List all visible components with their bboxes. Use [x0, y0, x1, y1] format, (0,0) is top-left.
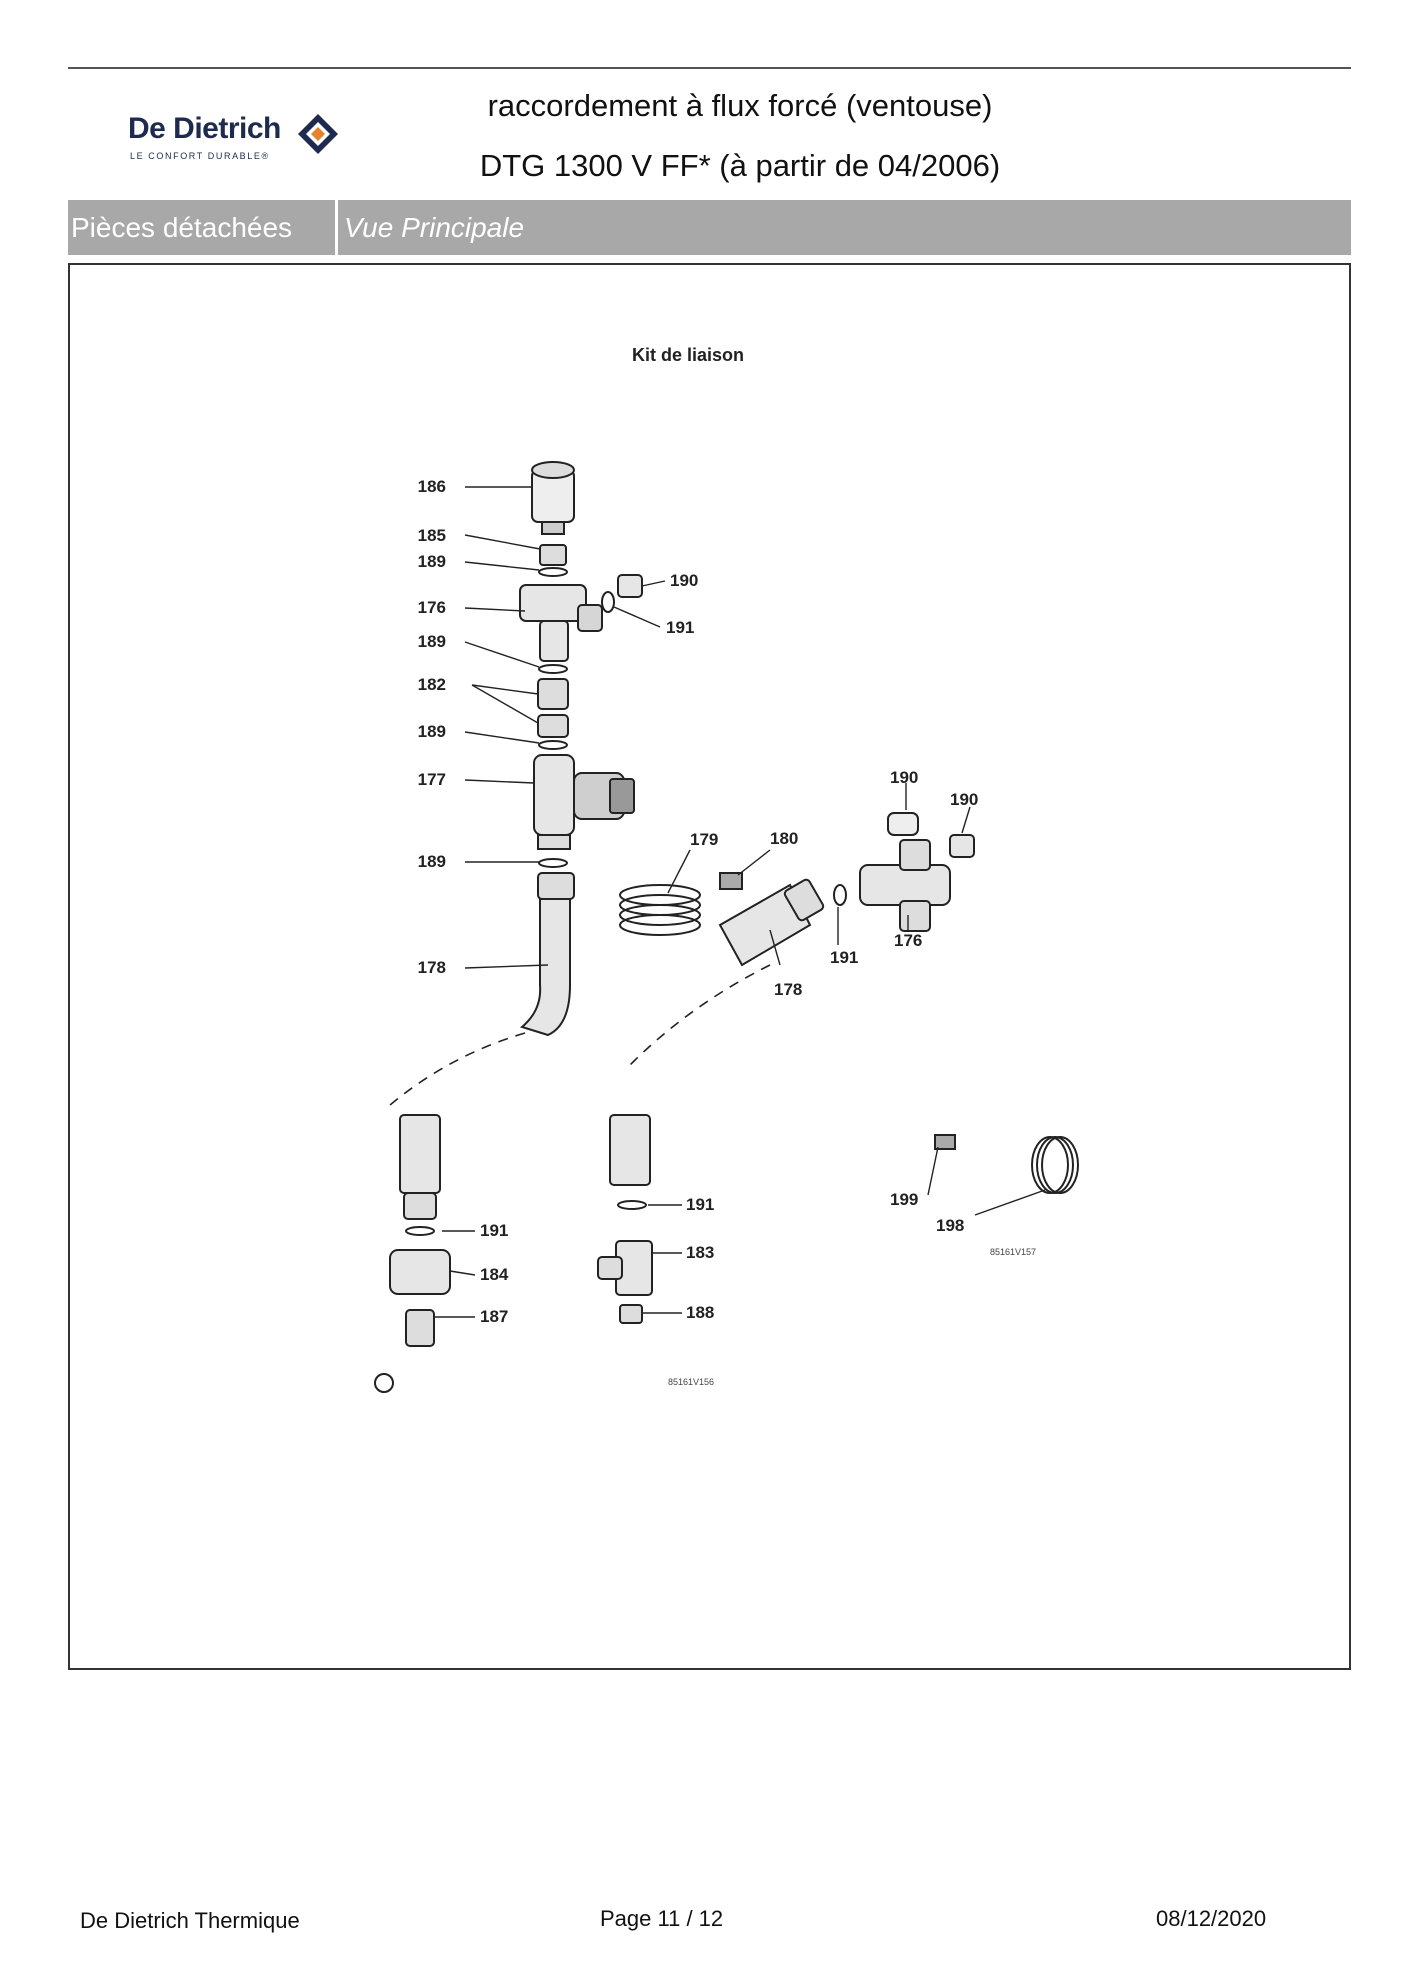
part-label: 179 — [690, 830, 718, 849]
part-label: 189 — [418, 722, 446, 741]
part-label: 199 — [890, 1190, 918, 1209]
part-label: 191 — [686, 1195, 714, 1214]
drawing-reference: 85161V157 — [990, 1247, 1036, 1257]
leader-line — [471, 684, 539, 695]
part-186-air-vent — [531, 461, 575, 535]
part-label: 178 — [774, 980, 802, 999]
part-176-tee-fitting — [519, 584, 603, 662]
part-191-seal — [833, 884, 847, 906]
drawing-reference: 85161V156 — [668, 1377, 714, 1387]
part-label: 176 — [894, 931, 922, 950]
leader-line — [464, 731, 540, 744]
document-subtitle: DTG 1300 V FF* (à partir de 04/2006) — [479, 148, 1001, 183]
part-label: 186 — [418, 477, 446, 496]
leader-line — [464, 561, 540, 571]
part-label: 191 — [830, 948, 858, 967]
part-label: 190 — [950, 790, 978, 809]
part-label: 189 — [418, 632, 446, 651]
part-182-nut — [537, 714, 569, 738]
part-176-tee-fitting — [859, 839, 951, 932]
diamond-logo-icon — [298, 114, 338, 154]
section-label: Pièces détachées — [71, 212, 293, 243]
leader-line — [961, 806, 971, 834]
leader-line — [974, 1189, 1046, 1216]
connection-line — [389, 1032, 526, 1106]
part-label: 190 — [890, 768, 918, 787]
leader-line — [464, 779, 535, 784]
part-label: 190 — [670, 571, 698, 590]
leader-line — [667, 849, 691, 894]
part-180-connector — [719, 872, 743, 890]
part-label: 189 — [418, 552, 446, 571]
section-separator — [335, 200, 338, 255]
part-185-adapter — [539, 544, 567, 566]
part-189-o-ring — [538, 664, 568, 674]
leader-line — [471, 684, 539, 724]
view-label: Vue Principale — [344, 212, 525, 243]
part-199-connector — [934, 1134, 956, 1150]
part-label: 182 — [418, 675, 446, 694]
diagram-frame: Kit de liaison 186 185 189 176 190 191 1… — [68, 263, 1351, 1670]
part-179-coiled-sensor — [619, 884, 701, 936]
brand-logo: De Dietrich LE CONFORT DURABLE® — [128, 108, 348, 168]
part-190-cap — [949, 834, 975, 858]
leader-line — [737, 849, 771, 876]
part-label: 184 — [480, 1265, 509, 1284]
part-189-o-ring — [538, 858, 568, 868]
leader-line — [449, 1270, 476, 1276]
brand-name: De Dietrich — [128, 112, 281, 145]
part-label: 191 — [480, 1221, 508, 1240]
part-190-cap — [887, 812, 919, 836]
connection-line — [629, 964, 771, 1066]
header-rule — [68, 67, 1351, 69]
leader-line — [769, 929, 781, 966]
part-190-cap — [617, 574, 643, 598]
part-178-straight-pipe — [718, 878, 825, 967]
part-182-nut — [537, 678, 569, 710]
part-label: 178 — [418, 958, 446, 977]
part-label: 185 — [418, 526, 446, 545]
leader-line — [464, 534, 541, 550]
exploded-parts-diagram: Kit de liaison 186 185 189 176 190 191 1… — [374, 345, 1079, 1393]
leader-line — [464, 641, 540, 668]
footer-date: 08/12/2020 — [1156, 1906, 1267, 1931]
part-177-circulator-pump — [533, 754, 635, 850]
diagram-title: Kit de liaison — [632, 345, 744, 365]
part-label: 183 — [686, 1243, 714, 1262]
document-title: raccordement à flux forcé (ventouse) — [487, 88, 993, 123]
part-191-seal — [601, 591, 615, 613]
footer-page-number: Page 11 / 12 — [600, 1906, 724, 1931]
part-label: 191 — [666, 618, 694, 637]
brand-tagline: LE CONFORT DURABLE® — [130, 151, 270, 161]
part-label: 177 — [418, 770, 446, 789]
leader-line — [641, 580, 666, 587]
part-label: 188 — [686, 1303, 714, 1322]
part-191-seal — [405, 1226, 435, 1236]
leader-line — [464, 607, 526, 612]
part-189-o-ring — [538, 740, 568, 750]
leader-line — [613, 606, 661, 628]
part-198-coiled-sensor — [1031, 1136, 1079, 1194]
part-label: 189 — [418, 852, 446, 871]
leader-line — [927, 1146, 939, 1196]
leader-line — [464, 964, 549, 969]
part-178-elbow-pipe — [519, 872, 575, 1037]
part-label: 176 — [418, 598, 446, 617]
section-bar: Pièces détachées Vue Principale — [68, 200, 1351, 255]
footer-company: De Dietrich Thermique — [80, 1908, 300, 1933]
part-189-o-ring — [538, 567, 568, 577]
part-label: 187 — [480, 1307, 508, 1326]
part-183-tee-assembly — [597, 1114, 653, 1324]
part-191-seal — [617, 1200, 647, 1210]
part-label: 198 — [936, 1216, 964, 1235]
part-184-valve-assembly — [374, 1114, 451, 1393]
part-label: 180 — [770, 829, 798, 848]
